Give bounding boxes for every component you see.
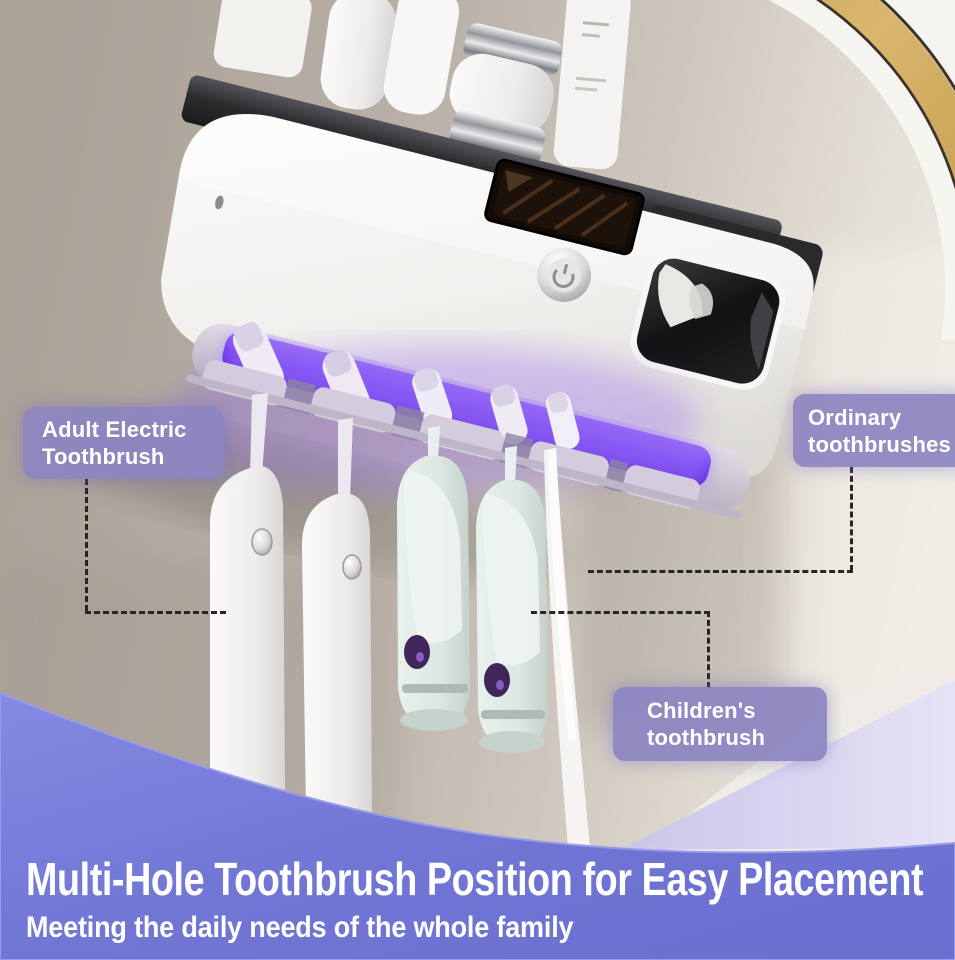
ordinary-toothbrush (544, 448, 590, 848)
slot-rail (185, 360, 742, 519)
children-electric-toothbrush-2 (476, 446, 548, 753)
children-electric-toothbrush-1 (397, 426, 470, 731)
power-icon (552, 263, 575, 288)
power-button (537, 247, 592, 302)
adult-toothbrush-label: Adult Electric Toothbrush (23, 407, 224, 479)
children-label-connector-vertical (707, 611, 710, 688)
brush-heads (233, 322, 580, 450)
adult-label-connector-vertical (85, 479, 88, 611)
toothpaste-dispenser (630, 252, 786, 391)
light-wedge (620, 680, 955, 850)
ordinary-label-line2: toothbrushes (808, 431, 951, 457)
children-toothbrush-label: Children's toothbrush (613, 687, 827, 761)
children-label-connector-horizontal (531, 611, 710, 614)
toothpaste-tube (553, 0, 631, 170)
adult-label-connector-horizontal (85, 611, 226, 614)
adult-electric-toothbrush-2 (302, 418, 372, 838)
banner-title: Multi-Hole Toothbrush Position for Easy … (26, 853, 924, 905)
mounting-hole (215, 195, 224, 210)
top-shelf-items (213, 0, 631, 170)
ordinary-toothbrushes-label: Ordinary toothbrushes (793, 394, 955, 467)
banner-background (0, 691, 955, 960)
banner-subtitle: Meeting the daily needs of the whole fam… (26, 911, 574, 944)
adult-label-line1: Adult Electric (42, 417, 187, 442)
lotion-bottle (449, 23, 563, 165)
adult-label-line2: Toothbrush (42, 444, 165, 469)
ordinary-label-connector-vertical (850, 467, 853, 571)
children-label-line1: Children's (647, 698, 756, 723)
children-label-line2: toothbrush (647, 725, 766, 750)
solar-panel (484, 158, 645, 256)
ordinary-label-line1: Ordinary (808, 404, 902, 430)
rinse-cup (383, 0, 460, 115)
ordinary-label-connector-horizontal (588, 570, 853, 573)
rinse-cup (213, 0, 312, 78)
rinse-cup (320, 0, 397, 110)
adult-electric-toothbrush-1 (210, 393, 285, 816)
